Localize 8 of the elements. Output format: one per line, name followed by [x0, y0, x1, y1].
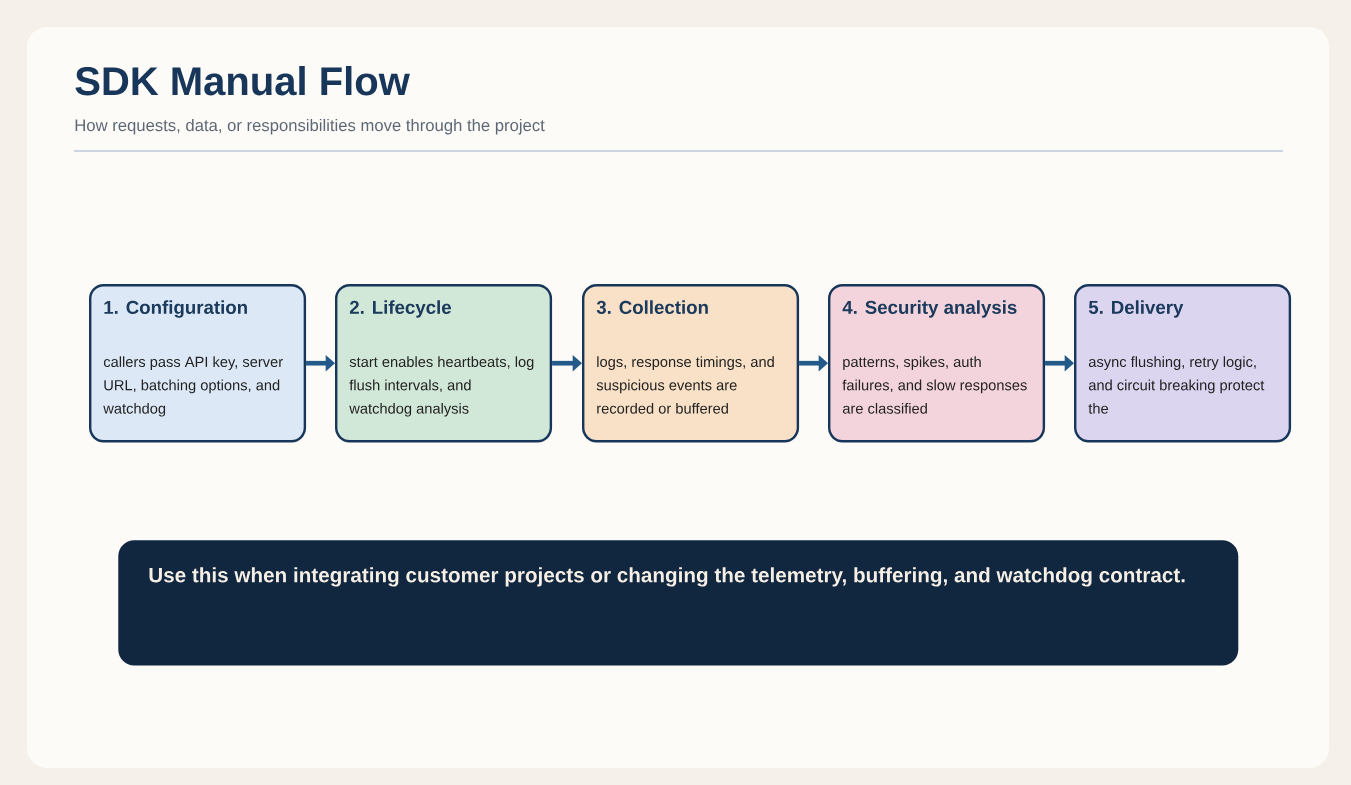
step-box: 2. Lifecycle start enables heartbeats, log flush intervals, and watchdog analysis	[335, 284, 553, 443]
subtitle: How requests, data, or responsibilities move through the project	[75, 118, 545, 135]
note-box: Use this when integrating customer projects or changing the telemetry, buffering, and watchdog contract.	[118, 540, 1239, 666]
step-box: 5. Delivery async flushing, retry logic, and circuit breaking protect the	[1074, 284, 1292, 443]
step-box: 1. Configuration callers pass API key, server URL, batching options, and watchdog	[89, 284, 307, 443]
step-box: 4. Security analysis patterns, spikes, auth failures, and slow responses are classified	[828, 284, 1046, 443]
title: SDK Manual Flow	[75, 66, 410, 96]
step-box: 3. Collection logs, response timings, and suspicious events are recorded or buffered	[582, 284, 800, 443]
